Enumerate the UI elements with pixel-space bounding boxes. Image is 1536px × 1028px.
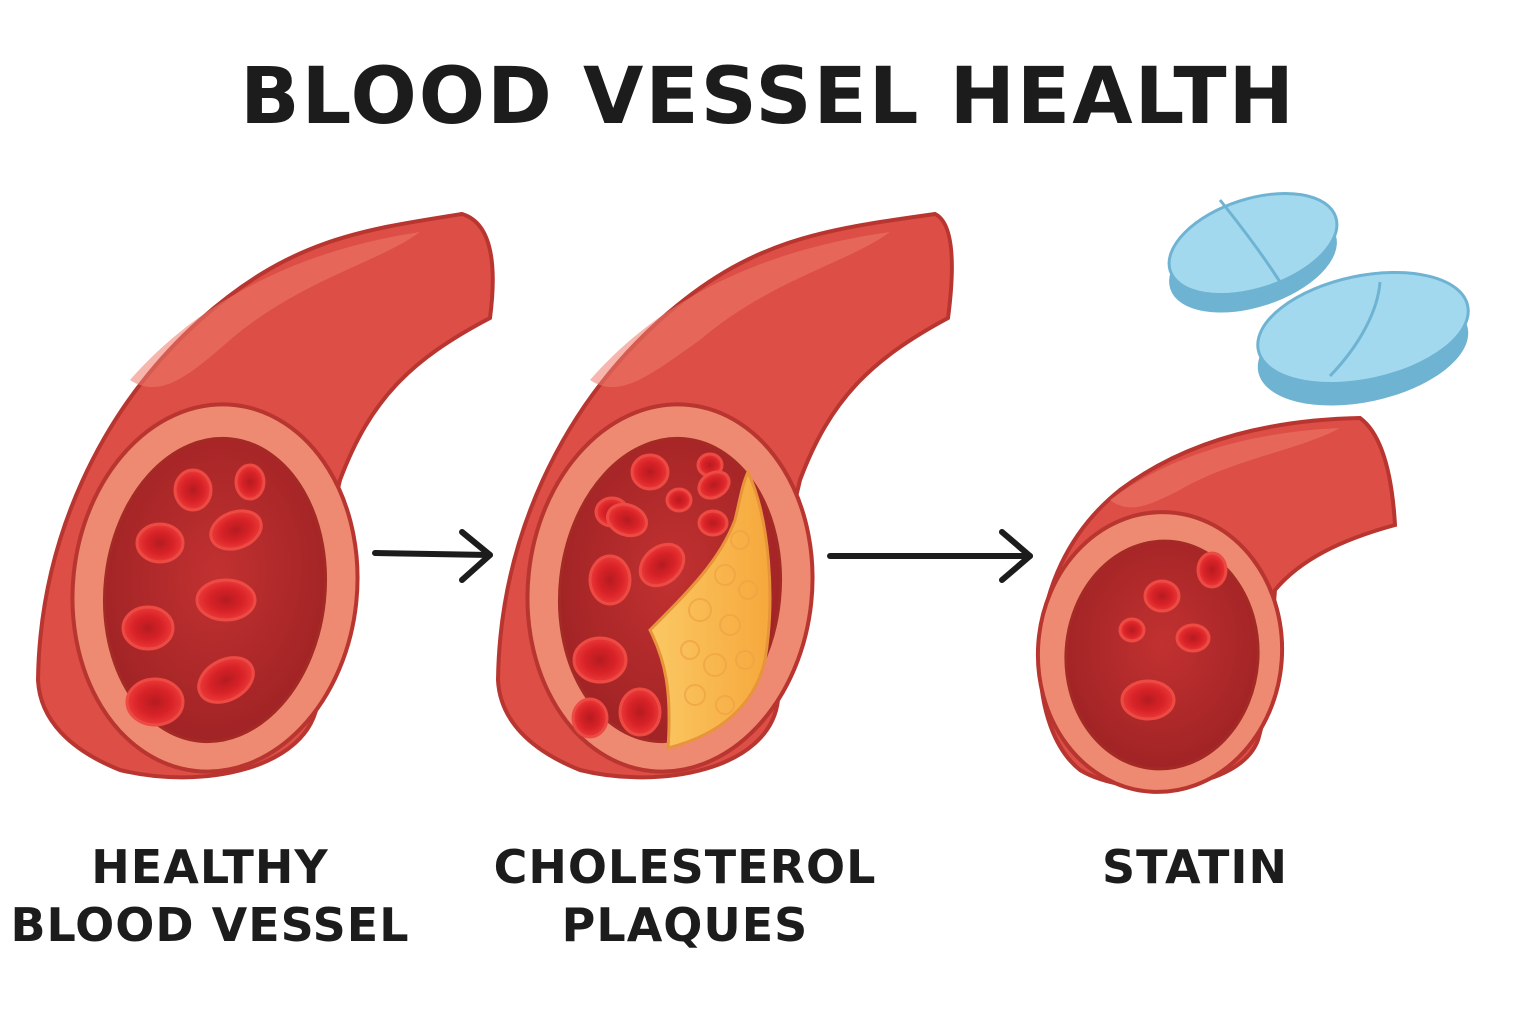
label-line: PLAQUES xyxy=(561,898,809,952)
statin-pill xyxy=(1167,191,1339,313)
blood-cell xyxy=(618,687,662,737)
label-line: CHOLESTEROL xyxy=(493,840,877,894)
plaque-icon xyxy=(648,468,772,750)
blood-vessel-icon xyxy=(1035,415,1398,794)
blood-cell xyxy=(1118,617,1146,643)
arrow-right-icon xyxy=(827,529,1033,583)
page-title: BLOOD VESSEL HEALTH xyxy=(240,52,1296,142)
blood-cell xyxy=(173,468,213,512)
blood-cell xyxy=(606,502,648,538)
blood-cell xyxy=(1175,623,1211,653)
blood-cell xyxy=(697,509,729,537)
blood-cell xyxy=(630,453,670,491)
blood-cell xyxy=(638,542,686,588)
blood-cell xyxy=(1196,551,1228,589)
blood-cell xyxy=(572,636,628,684)
blood-cell xyxy=(697,470,731,500)
blood-vessel-icon xyxy=(35,211,495,780)
stage-label-statin: STATIN xyxy=(1045,838,1345,896)
pill-icon xyxy=(1167,191,1470,406)
healthy-vessel xyxy=(35,211,495,780)
label-line: BLOOD VESSEL xyxy=(10,898,410,952)
blood-cells xyxy=(571,452,731,739)
blood-cell xyxy=(195,578,257,622)
statin-pill xyxy=(1256,270,1470,406)
blood-cells xyxy=(121,463,266,727)
blood-cell xyxy=(121,605,175,651)
blood-cell xyxy=(197,656,255,704)
blood-cells xyxy=(1118,551,1228,721)
label-line: STATIN xyxy=(1102,840,1288,894)
label-line: HEALTHY xyxy=(91,840,329,894)
blood-cell xyxy=(1120,679,1176,721)
blood-cell xyxy=(135,522,185,564)
blood-cell xyxy=(665,487,693,513)
blood-cell xyxy=(571,697,609,739)
blood-cell xyxy=(1143,579,1181,613)
plaque-vessel xyxy=(495,211,954,780)
stage-label-healthy: HEALTHY BLOOD VESSEL xyxy=(10,838,410,954)
arrow-right-icon xyxy=(372,529,493,583)
blood-cell xyxy=(125,677,185,727)
blood-cell xyxy=(588,554,632,606)
blood-cell xyxy=(209,509,263,551)
statin-vessel xyxy=(1035,415,1398,794)
blood-cell xyxy=(234,463,266,501)
stage-label-plaque: CHOLESTEROL PLAQUES xyxy=(485,838,885,954)
